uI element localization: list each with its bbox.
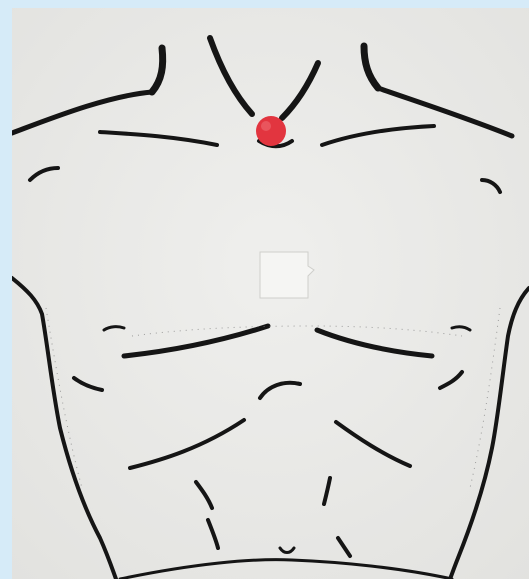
marker-highlight [261,121,271,131]
tape-patch [260,252,314,298]
torso-drawing [12,8,529,579]
photo [12,8,529,579]
red-marker-dot [256,116,286,146]
